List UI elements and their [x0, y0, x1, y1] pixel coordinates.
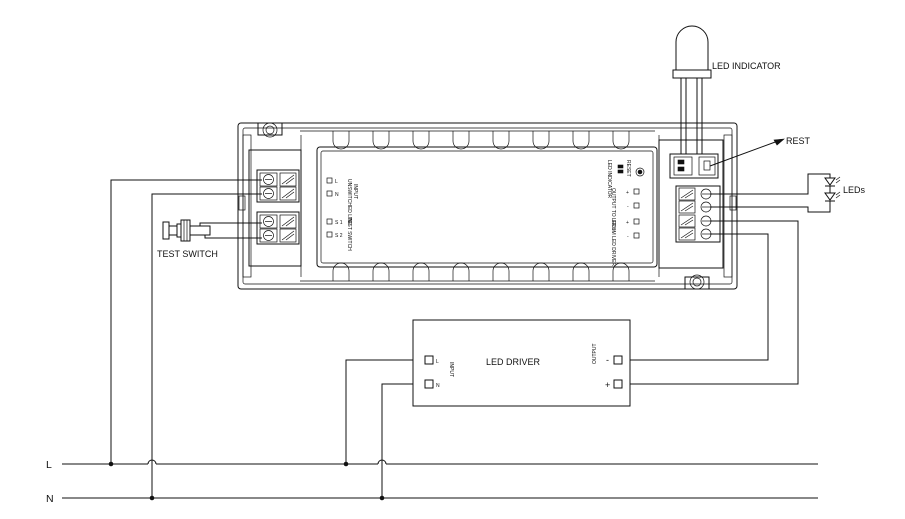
led-driver	[412, 319, 631, 407]
panel-term-s1: S 1	[335, 220, 343, 226]
test-switch-label: TEST SWITCH	[157, 249, 218, 259]
module-outline	[237, 122, 738, 290]
panel-out-plus: +	[626, 190, 629, 196]
wire-l-to-driver	[345, 359, 425, 464]
panel-out-minus: -	[627, 204, 629, 210]
input-terminal-block	[256, 169, 300, 245]
indicator-connector	[669, 153, 719, 179]
driver-terminal-l	[424, 355, 434, 365]
driver-input-wires	[345, 359, 425, 498]
mounting-lug-bottom	[684, 274, 710, 290]
wire-driver-plus	[622, 220, 799, 385]
driver-output-label: OUTPUT	[592, 343, 598, 364]
panel-output-markings: LED INDICATOR RESET OUTPUT TO LEDs FROM …	[606, 160, 645, 267]
driver-terminal-minus	[613, 355, 623, 365]
driver-terminal-plus	[613, 379, 623, 389]
left-terminal-frame	[248, 149, 302, 267]
label-panel	[316, 146, 658, 268]
test-switch-stem	[189, 225, 211, 236]
panel-input-markings: L N S 1 S 2 UNSWITCHED LINE INPUT TEST S…	[326, 177, 358, 251]
label-n: N	[46, 493, 54, 505]
terminal-s1	[259, 214, 297, 229]
panel-term-s2: S 2	[335, 233, 343, 239]
wire-out-plus	[710, 173, 831, 195]
terminal-in-plus	[678, 214, 712, 228]
rest-pointer	[709, 138, 785, 167]
driver-term-minus-label: -	[606, 355, 609, 365]
mains-lines	[62, 459, 818, 501]
led-diode-icon	[824, 191, 841, 205]
panel-indicator-mark	[617, 169, 624, 174]
panel-reset: RESET	[625, 160, 631, 177]
panel-led-indicator: LED INDICATOR	[606, 160, 612, 199]
test-switch-collar	[168, 225, 178, 236]
driver-term-l-label: L	[436, 359, 439, 365]
test-switch-nut	[176, 223, 182, 238]
wire-n-to-driver	[381, 383, 425, 498]
wire-l-to-module	[110, 179, 262, 464]
mounting-lug-top	[257, 122, 283, 138]
terminal-in-minus	[678, 227, 712, 241]
test-switch	[162, 219, 262, 242]
wire-driver-minus	[622, 233, 769, 361]
wire-switch-s1	[199, 222, 262, 226]
emergency-module	[237, 122, 738, 290]
panel-unswitched-line: UNSWITCHED LINE	[346, 179, 352, 226]
panel-input: INPUT	[352, 184, 358, 199]
led-diode-icon	[824, 176, 841, 193]
output-terminal-block	[675, 185, 721, 243]
wire-out-minus	[710, 205, 831, 213]
led-indicator-label: LED INDICATOR	[712, 61, 781, 71]
driver-output-wires	[622, 220, 799, 385]
terminal-out-minus	[678, 200, 712, 214]
test-switch-button	[162, 221, 170, 240]
panel-test-switch: TEST SWITCH	[346, 217, 352, 251]
panel-from-led-driver: FROM LED DRIVER	[610, 220, 616, 267]
driver-terminal-n	[424, 379, 434, 389]
wire-switch-s2	[204, 235, 262, 239]
driver-term-n-label: N	[436, 383, 440, 389]
label-l: L	[46, 459, 52, 471]
leds-label: LEDs	[843, 185, 866, 195]
driver-input-label: INPUT	[448, 362, 454, 377]
led-indicator-dome	[675, 25, 709, 71]
wire-n-to-module	[151, 193, 262, 498]
input-wires	[110, 179, 262, 498]
rest-label: REST	[786, 136, 811, 146]
panel-indicator-mark	[617, 164, 624, 169]
terminal-out-plus	[678, 187, 712, 201]
module-top-scallops	[332, 131, 630, 150]
module-bottom-scallops	[332, 262, 630, 281]
terminal-n	[259, 186, 297, 201]
led-driver-box	[412, 319, 631, 407]
panel-reset-button	[635, 167, 645, 177]
panel-in-minus: -	[627, 234, 629, 240]
panel-term-l: L	[335, 179, 338, 185]
led-driver-label: LED DRIVER	[486, 357, 541, 367]
led-load	[710, 173, 841, 213]
led-indicator-lamp	[672, 25, 712, 154]
panel-output-to-leds: OUTPUT TO LEDs	[610, 188, 616, 231]
test-switch-body	[180, 219, 191, 242]
terminal-l	[259, 172, 297, 187]
driver-term-plus-label: +	[605, 380, 610, 390]
led-indicator-flange	[672, 69, 712, 79]
terminal-s2	[259, 228, 297, 243]
panel-in-plus: +	[626, 220, 629, 226]
panel-term-n: N	[335, 192, 339, 198]
